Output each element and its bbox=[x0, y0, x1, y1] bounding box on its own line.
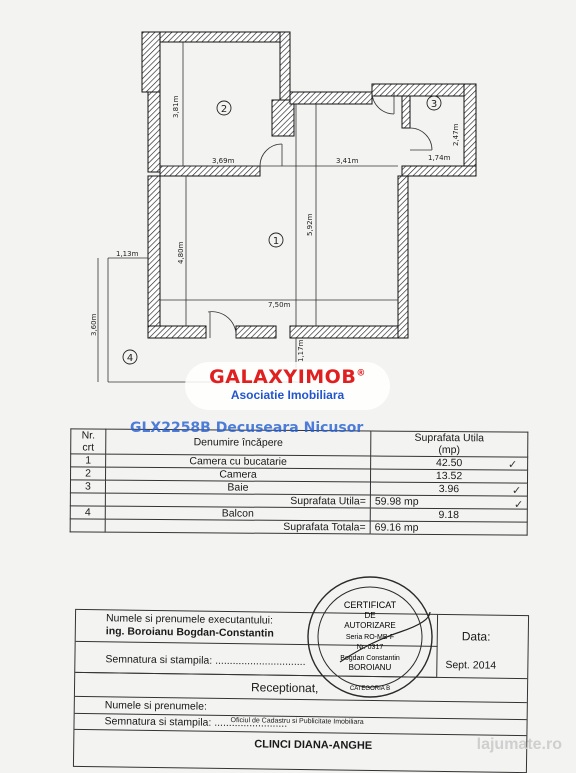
stamp-holder: Bogdan Constantin bbox=[340, 655, 400, 662]
room-2-number: 2 bbox=[221, 104, 227, 115]
row-nr: 2 bbox=[70, 466, 106, 481]
dim-369: 3,69m bbox=[212, 157, 235, 165]
signature-label: Semnatura si stampila: .................… bbox=[105, 653, 306, 669]
date-label: Data: bbox=[461, 629, 491, 644]
brand-galaxy: GALAXY bbox=[209, 366, 298, 388]
row-nr: 3 bbox=[70, 479, 106, 494]
reg-mark: ® bbox=[356, 368, 366, 379]
stamp-surname: BOROIANU bbox=[349, 663, 392, 672]
floor-plan: 1 2 3 4 3,81m 3,69m 3,41m 1,74m 2,47m 4,… bbox=[90, 31, 477, 383]
room-markers bbox=[122, 95, 442, 365]
stamp-category: CATEGORIA B bbox=[350, 686, 390, 692]
stamp-title-3: AUTORIZARE bbox=[344, 621, 395, 630]
row-value: 9.18 bbox=[370, 507, 528, 523]
date-value: Sept. 2014 bbox=[445, 659, 497, 672]
header-nr: Nr. bbox=[81, 429, 96, 442]
clinic-text: CLINCI DIANA-ANGHE bbox=[254, 738, 373, 752]
row-nr: 1 bbox=[70, 453, 106, 468]
executor-label: Numele si prenumele executantului: bbox=[105, 612, 274, 627]
dim-174: 1,74m bbox=[428, 154, 451, 162]
galaxyimob-logo: GALAXYIMOB® Asociatie Imobiliara bbox=[185, 362, 390, 410]
row-value: 13.52 bbox=[370, 468, 528, 484]
dim-480: 4,80m bbox=[177, 241, 185, 264]
row-nr: 4 bbox=[70, 505, 106, 520]
brand-subtitle: Asociatie Imobiliara bbox=[230, 388, 345, 402]
lajumate-watermark: lajumate.ro bbox=[476, 736, 562, 753]
dim-247: 2,47m bbox=[452, 123, 460, 146]
room-4-number: 4 bbox=[127, 353, 133, 364]
header-unit: (mp) bbox=[438, 443, 461, 457]
brand-imob: IMOB bbox=[297, 366, 357, 388]
total-surface-label: Suprafata Totala= bbox=[105, 519, 371, 534]
rooms-table: Nr.crt Denumire încăpere Suprafata Utila… bbox=[70, 428, 529, 536]
total-surface-value: 69.16 mp bbox=[370, 520, 528, 536]
dim-750: 7,50m bbox=[268, 301, 291, 309]
useful-surface-value: 59.98 mp bbox=[370, 494, 528, 510]
stamp-title-1: CERTIFICAT bbox=[344, 600, 397, 610]
check-mark-icon: ✓ bbox=[514, 499, 524, 511]
header-crt: crt bbox=[82, 441, 95, 454]
header-surface: Suprafata Utila bbox=[414, 431, 485, 445]
listing-reference: GLX2258B Decuseara Nicusor bbox=[130, 420, 364, 436]
total-surface-row: Suprafata Totala= 69.16 mp bbox=[70, 518, 528, 536]
dim-360: 3,60m bbox=[90, 313, 98, 336]
dim-117: 1,17m bbox=[297, 339, 305, 362]
dim-592: 5,92m bbox=[306, 213, 314, 236]
stamp-series: Seria RO-MB-F bbox=[346, 634, 394, 641]
room-3-number: 3 bbox=[431, 99, 437, 110]
executor-name: ing. Boroianu Bogdan-Constantin bbox=[105, 625, 274, 640]
name-label: Numele si prenumele: bbox=[104, 699, 207, 713]
certification-stamp: CERTIFICAT DE AUTORIZARE Seria RO-MB-F N… bbox=[307, 576, 433, 698]
dim-113: 1,13m bbox=[116, 250, 139, 258]
check-mark-icon: ✓ bbox=[512, 485, 522, 497]
row-value: 42.50 bbox=[370, 455, 528, 471]
dim-341: 3,41m bbox=[336, 157, 359, 165]
check-mark-icon: ✓ bbox=[508, 459, 518, 471]
room-1-number: 1 bbox=[273, 236, 279, 247]
stamp-title-2: DE bbox=[364, 611, 375, 620]
stamp-number: Nr. 0317 bbox=[357, 644, 384, 651]
row-value: 3.96 bbox=[370, 481, 528, 497]
dim-381: 3,81m bbox=[172, 95, 180, 118]
walls bbox=[141, 31, 477, 339]
date-box: Data: Sept. 2014 bbox=[436, 614, 529, 679]
